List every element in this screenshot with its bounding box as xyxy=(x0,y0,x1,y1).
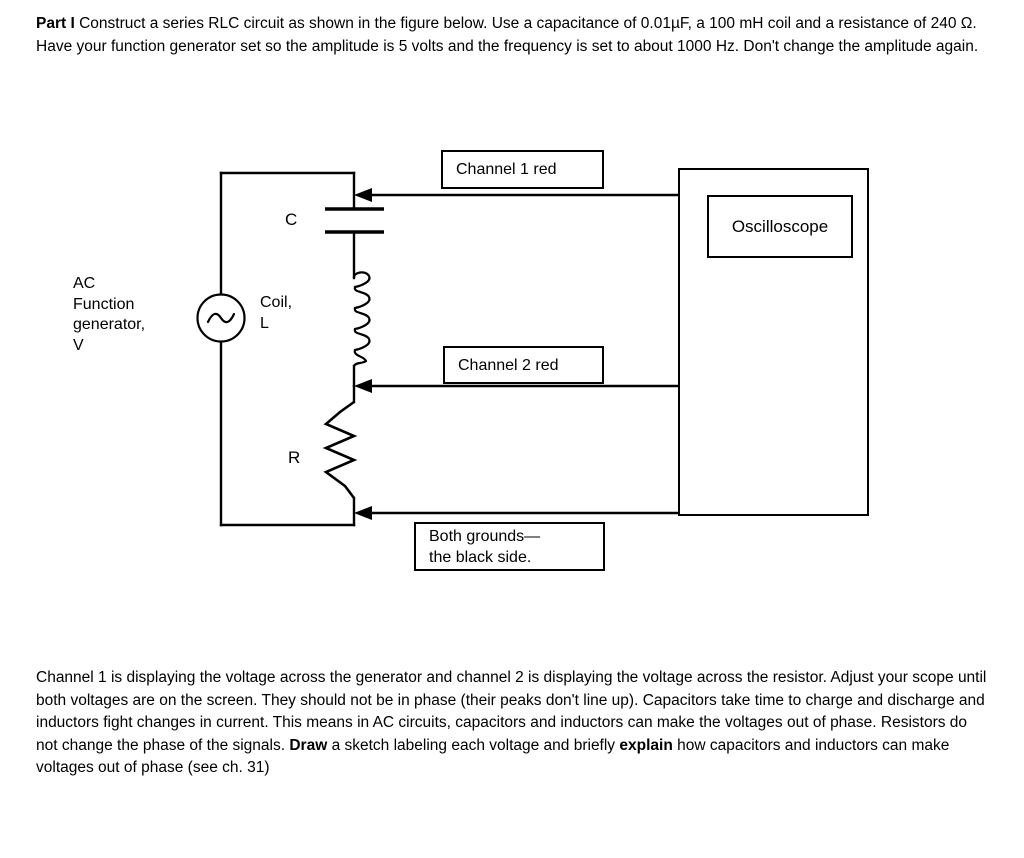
part-label: Part I xyxy=(36,15,75,32)
oscilloscope-screen: Oscilloscope xyxy=(707,195,853,258)
channel2-arrowhead xyxy=(354,379,372,393)
closing-bold-draw: Draw xyxy=(289,736,328,754)
ac-source-label: AC Function generator, V xyxy=(73,275,146,354)
inductor-label: Coil, L xyxy=(260,294,293,332)
closing-text-2: a sketch labeling each voltage and brief… xyxy=(327,736,620,754)
callout-channel-2-text: Channel 2 red xyxy=(458,356,559,374)
closing-text-1: Channel 1 is displaying the voltage acro… xyxy=(36,669,987,754)
capacitor-symbol xyxy=(325,207,384,234)
closing-text-3: how capacitors and inductors can make vo… xyxy=(36,736,950,777)
circuit-diagram: AC Function generator, V C Coil, L R Cha… xyxy=(0,130,1024,600)
callout-grounds-line-1: Both grounds— xyxy=(429,527,541,545)
resistor-symbol xyxy=(322,400,358,499)
callout-grounds-line-2: the black side. xyxy=(429,548,532,566)
channel1-arrowhead xyxy=(354,188,372,202)
closing-bold-explain: explain xyxy=(619,736,673,754)
circuit-schematic-svg xyxy=(196,171,678,527)
callout-both-grounds: Both grounds— the black side. xyxy=(414,522,605,571)
callout-channel-2: Channel 2 red xyxy=(443,346,604,384)
callout-channel-1: Channel 1 red xyxy=(441,150,604,189)
oscilloscope-label: Oscilloscope xyxy=(731,216,829,236)
capacitor-label: C xyxy=(285,210,298,229)
ground-arrowhead xyxy=(354,506,372,520)
ac-source-symbol xyxy=(196,293,246,343)
closing-paragraph: Channel 1 is displaying the voltage acro… xyxy=(36,667,988,780)
intro-text: Construct a series RLC circuit as shown … xyxy=(36,15,979,55)
callout-channel-1-text: Channel 1 red xyxy=(456,161,557,178)
oscilloscope-body: Oscilloscope xyxy=(678,168,869,516)
resistor-label: R xyxy=(288,448,301,467)
intro-paragraph: Part I Construct a series RLC circuit as… xyxy=(36,13,980,58)
inductor-symbol xyxy=(352,271,371,368)
